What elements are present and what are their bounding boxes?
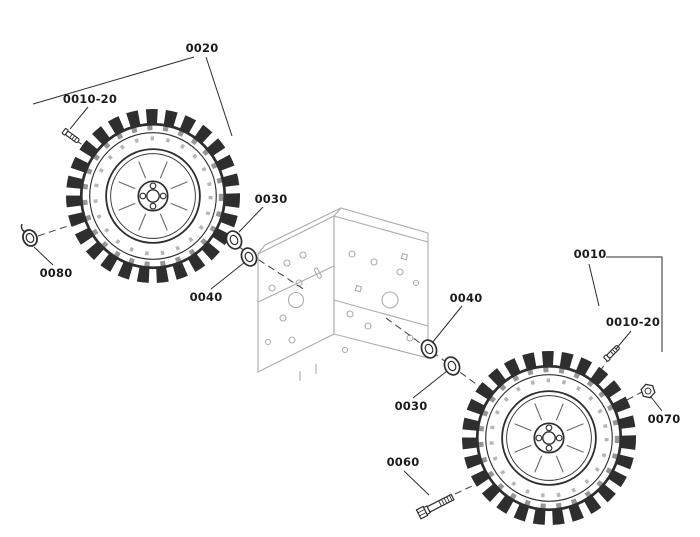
callout-axle-bolt: 0060 [386, 455, 420, 469]
callout-right-outer-washer: 0040 [449, 291, 483, 305]
right-nut [639, 382, 657, 400]
left-wheel [74, 117, 232, 275]
right-inner-washer [440, 353, 464, 379]
leader-lines [32, 56, 663, 496]
callout-left-inner-washer: 0030 [254, 192, 288, 206]
right-wheel [470, 359, 628, 517]
callout-right-wheel-group: 0010 [573, 247, 607, 261]
callout-left-ring-pin: 0080 [39, 266, 73, 280]
chassis-frame [257, 207, 429, 381]
callout-right-nut: 0070 [647, 412, 681, 426]
axle-bolt [415, 492, 456, 520]
callout-right-axle-pin: 0010-20 [605, 315, 661, 329]
callout-left-outer-washer: 0040 [189, 290, 223, 304]
callout-right-inner-washer: 0030 [394, 399, 428, 413]
left-ring-pin [19, 223, 41, 250]
left-axle-pin [61, 127, 81, 145]
callout-left-axle-pin: 0010-20 [62, 92, 118, 106]
callout-left-wheel-group: 0020 [185, 41, 219, 55]
